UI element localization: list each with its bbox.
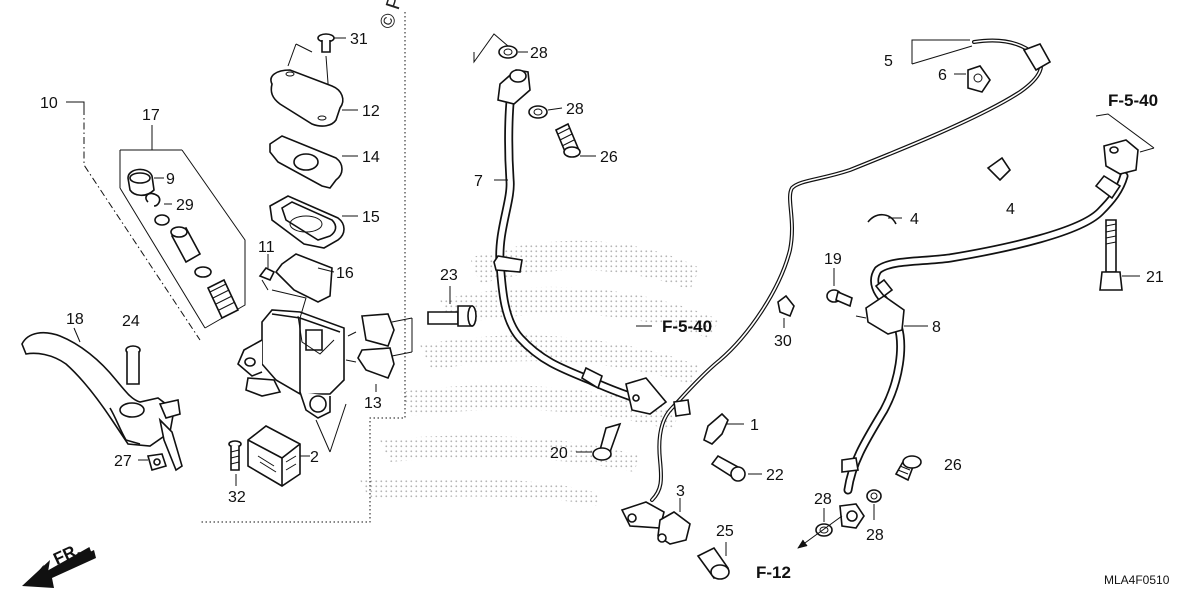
callout-26a: 26 (600, 149, 618, 166)
washer-28b (528, 105, 548, 119)
callout-4b: 4 (1006, 201, 1015, 218)
clip-30 (777, 294, 795, 318)
ref-arrow-bottom (797, 515, 843, 549)
ref-top-right: F-5-40 (1108, 91, 1158, 110)
callout-23: 23 (440, 267, 458, 284)
piston-spring (206, 278, 240, 320)
watermark: © Partz (376, 0, 418, 32)
bolt-22 (710, 454, 746, 482)
bolt-25 (696, 546, 730, 580)
brake-hose-7 (493, 69, 668, 415)
holder-13 (357, 313, 395, 380)
callout-28a: 28 (530, 45, 548, 62)
callout-7: 7 (474, 173, 483, 190)
bolt-19 (826, 289, 853, 308)
diaphragm-15 (269, 195, 345, 249)
brake-lever-18 (21, 331, 183, 472)
ref-middle: F-5-40 (662, 317, 712, 336)
screw-32 (228, 440, 242, 471)
seal (194, 266, 212, 278)
callout-29: 29 (176, 197, 194, 214)
bolt-23 (427, 305, 477, 327)
callout-14: 14 (362, 149, 380, 166)
callout-20: 20 (550, 445, 568, 462)
callout-1: 1 (750, 417, 759, 434)
screw-31 (317, 33, 335, 53)
background-logo (360, 240, 720, 506)
callout-18: 18 (66, 311, 84, 328)
callout-28c: 28 (814, 491, 832, 508)
callout-17: 17 (142, 107, 160, 124)
callout-11: 11 (258, 239, 275, 256)
group-outline (200, 12, 406, 523)
callout-2: 2 (310, 449, 319, 466)
washer-28a (498, 45, 518, 59)
callout-3: 3 (676, 483, 685, 500)
bolt-21 (1099, 219, 1123, 291)
callout-28b: 28 (566, 101, 584, 118)
diaphragm-plate-14 (269, 135, 343, 189)
callout-16: 16 (336, 265, 354, 282)
callout-15: 15 (362, 209, 380, 226)
callout-30: 30 (774, 333, 792, 350)
piston-cap-9 (127, 168, 155, 197)
washer (154, 214, 170, 226)
stay-1 (703, 412, 729, 445)
group-10-outline (83, 108, 201, 341)
callout-4a: 4 (910, 211, 919, 228)
master-cylinder-body (237, 309, 345, 419)
piston (170, 226, 202, 264)
callout-5: 5 (884, 53, 893, 70)
callout-25: 25 (716, 523, 734, 540)
nut-27 (146, 453, 168, 471)
callout-27: 27 (114, 453, 132, 470)
callout-28d: 28 (866, 527, 884, 544)
pivot-bolt-24 (125, 345, 141, 385)
callout-24: 24 (122, 313, 140, 330)
bolt-20 (592, 422, 622, 461)
clip-4b (986, 156, 1012, 182)
callout-26b: 26 (944, 457, 962, 474)
wheel-sensor-3 (620, 501, 691, 545)
clip-4a (867, 213, 897, 225)
sensor-wire-5 (650, 38, 1052, 502)
callout-9: 9 (166, 171, 175, 188)
callout-12: 12 (362, 103, 380, 120)
callout-22: 22 (766, 467, 784, 484)
circlip-29 (145, 192, 161, 207)
clamp-6 (967, 65, 991, 93)
reservoir-cap-12 (270, 69, 344, 127)
bolt-26b (894, 455, 922, 482)
callout-13: 13 (364, 395, 382, 412)
clip-11 (258, 266, 276, 282)
brake-hose-8 (839, 139, 1139, 529)
packing-16 (274, 253, 333, 303)
front-arrow-icon (22, 546, 96, 588)
callout-10: 10 (40, 95, 58, 112)
bolt-26a (554, 122, 581, 158)
leader-10 (66, 101, 85, 108)
callout-6: 6 (938, 67, 947, 84)
washer-28d (866, 489, 882, 503)
callout-8: 8 (932, 319, 941, 336)
washer-28c (815, 523, 833, 537)
group-17-bracket (119, 149, 246, 329)
stop-switch-2 (247, 425, 301, 487)
ref-bottom: F-12 (756, 563, 791, 582)
callout-21: 21 (1146, 269, 1164, 286)
callout-32: 32 (228, 489, 246, 506)
callout-31: 31 (350, 31, 368, 48)
callout-19: 19 (824, 251, 842, 268)
drawing-code: MLA4F0510 (1104, 573, 1170, 587)
